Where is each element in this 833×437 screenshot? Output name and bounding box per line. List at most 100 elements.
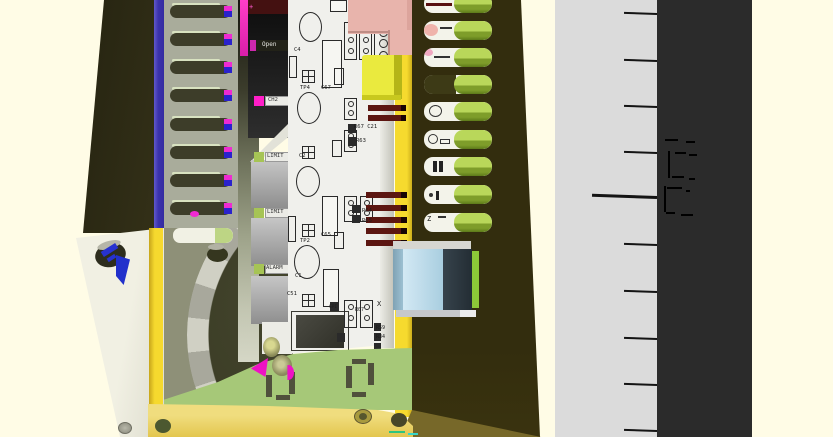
- terminal-label-ch2: CH2: [268, 97, 278, 103]
- connector-top-lip: [393, 241, 471, 249]
- heatsink-edge: [388, 30, 390, 58]
- slot-circle-mark: [429, 105, 442, 117]
- panel-glyph-line: [665, 139, 678, 141]
- header-pin-tip: [401, 205, 407, 211]
- vent-slot-highlight: [172, 3, 220, 6]
- vent-slot-magenta-accent: [224, 175, 232, 180]
- resistor-pad: [352, 215, 360, 223]
- panel-glyph-line: [664, 186, 666, 212]
- vent-slot-blue-accent: [224, 11, 232, 17]
- base-edge-cyan-dash: [408, 433, 418, 435]
- resistor-pad: [348, 124, 356, 133]
- wall-vent-slot: [424, 157, 492, 176]
- heatsink-pink-side: [388, 30, 414, 58]
- tray-slot-bar: [352, 359, 366, 364]
- dip-ic: [322, 196, 338, 236]
- header-pad: [363, 304, 370, 310]
- vent-slot-magenta-accent: [224, 62, 232, 67]
- wall-vent-slot: [424, 185, 492, 204]
- tray-slot-bar: [266, 375, 272, 397]
- silkscreen-part: [332, 140, 342, 157]
- slot-mark: [438, 216, 446, 218]
- silkscreen-label: R65: [362, 218, 372, 224]
- vent-slot-magenta-accent: [224, 6, 232, 11]
- vent-slot: [170, 202, 231, 215]
- silkscreen-label: C67: [321, 85, 331, 91]
- vent-slot-magenta-accent: [224, 203, 232, 208]
- header-pin: [366, 205, 404, 211]
- terminal-green-tip: [454, 75, 492, 94]
- silkscreen-part: [289, 56, 297, 78]
- ic-chip-outline: [291, 311, 349, 351]
- resistor-pad: [374, 343, 381, 351]
- terminal-label-limit: LIMIT: [267, 153, 284, 159]
- pin-header-footprint: [344, 300, 357, 328]
- vent-slot-highlight: [172, 172, 220, 175]
- base-screw: [354, 409, 372, 424]
- trimpot-cross-v: [308, 147, 310, 158]
- tray-slot-bar: [352, 392, 366, 397]
- header-pad: [378, 39, 388, 48]
- silkscreen-label: C2: [299, 153, 306, 159]
- header-pad: [347, 200, 354, 206]
- silkscreen-capacitor: [299, 12, 322, 42]
- panel-glyph-line: [689, 178, 695, 180]
- connector-left-column: [393, 249, 403, 310]
- vent-slot-magenta-accent: [224, 119, 232, 124]
- panel-glyph-line: [666, 212, 675, 214]
- silkscreen-part: [288, 216, 296, 242]
- header-pin-tip: [401, 192, 407, 198]
- panel-glyph-line: [675, 152, 686, 154]
- header-pin-tip: [401, 115, 406, 121]
- resistor-pad: [374, 333, 381, 341]
- vent-slot-highlight: [172, 87, 220, 90]
- vent-slot-highlight: [172, 59, 220, 62]
- header-pin: [368, 105, 404, 111]
- terminal-green-tip: [454, 130, 492, 149]
- plus-mark-label: +: [249, 3, 254, 11]
- silkscreen-label: R67 C21: [354, 124, 378, 130]
- silkscreen-label: SPI: [329, 305, 338, 310]
- vent-slot: [170, 61, 231, 74]
- vent-slot-pink-dot: [190, 211, 199, 217]
- slot-bar-mark: [436, 191, 439, 200]
- silkscreen-capacitor: [294, 245, 320, 279]
- slot-pink-cap: [424, 49, 433, 56]
- header-pad: [347, 110, 354, 116]
- header-pad: [347, 101, 354, 107]
- panel-glyph-line: [668, 151, 670, 178]
- terminal-chip-magenta: [254, 96, 264, 106]
- terminal-green-tip: [454, 213, 492, 232]
- wall-vent-slot: [424, 75, 492, 94]
- panel-glyph-line: [686, 141, 695, 143]
- vent-slot: [170, 5, 231, 18]
- terminal-chip-green: [254, 208, 264, 218]
- silkscreen-label: R63: [356, 138, 366, 144]
- vent-slot-blue-accent: [224, 180, 232, 186]
- panel-glyph-line: [681, 214, 693, 216]
- heatsink-pink-top: [348, 0, 414, 34]
- slot-label-z: Z: [427, 215, 432, 223]
- panel-glyph-line: [689, 154, 697, 156]
- top-vent-slot-green-tip: [215, 228, 233, 243]
- trimpot-cross-v: [308, 71, 310, 82]
- terminal-chip-green: [254, 152, 264, 162]
- slot-mark: [440, 27, 452, 29]
- vent-slot: [170, 174, 231, 187]
- silkscreen-label: C51: [287, 291, 297, 297]
- terminal-green-tip: [454, 0, 492, 13]
- header-pin: [366, 217, 404, 223]
- header-pad: [362, 48, 369, 54]
- fan-screw-hole: [207, 247, 228, 262]
- header-pad: [362, 37, 369, 43]
- magenta-edge-stripe: [240, 0, 248, 56]
- fan-screw-highlight: [208, 244, 224, 250]
- silkscreen-label: X: [377, 300, 382, 308]
- resistor-pad: [337, 333, 345, 342]
- terminal-block: [251, 276, 292, 324]
- vent-slot-highlight: [172, 31, 220, 34]
- heatsink-shade: [407, 0, 414, 30]
- ruler-strip: [555, 0, 657, 437]
- terminal-green-tip: [454, 48, 492, 67]
